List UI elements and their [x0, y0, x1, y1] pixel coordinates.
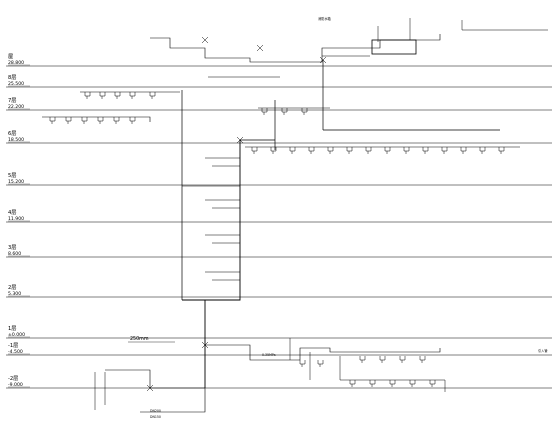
fixture-7f-right-1: [281, 108, 288, 115]
fixture-6f-right-10: [441, 147, 448, 154]
floor-label-3f: 3层: [8, 244, 17, 251]
dimension-note: 250mm: [130, 336, 149, 342]
main-riser-upper: [182, 140, 241, 301]
fixture-6f-1: [65, 117, 72, 124]
fixture-6f-2: [81, 117, 88, 124]
roof-tank: [371, 39, 417, 55]
floor-stub-1: [205, 199, 240, 209]
floor-stub-2: [205, 234, 240, 244]
floor-label-roof: 屋: [8, 53, 13, 60]
floor-label-b2: -2层: [8, 375, 18, 382]
base-pipe-sub: DN150: [150, 415, 161, 419]
fixture-6f-right-11: [460, 147, 467, 154]
floor-label-8f: 8层: [8, 74, 17, 81]
valve-roof-2: [256, 44, 264, 52]
fixture-ground-1: [317, 360, 324, 367]
floor-elevation-b1: -4.500: [8, 349, 23, 355]
floor-stub-3: [205, 271, 240, 281]
fixture-6f-right-13: [498, 147, 505, 154]
valve-ground: [201, 341, 209, 349]
fixture-6f-right-5: [346, 147, 353, 154]
fixture-7f-right-0: [261, 108, 268, 115]
floor-label-7f: 7层: [8, 97, 17, 104]
sump-line: [105, 369, 205, 389]
fixture-7f-0: [84, 92, 91, 99]
fixture-6f-right-1: [270, 147, 277, 154]
fixture-ground-3: [379, 356, 386, 363]
fixture-6f-right-0: [251, 147, 258, 154]
valve-sump: [146, 384, 154, 392]
floor-elevation-7f: 22.200: [8, 104, 24, 110]
fixture-ground-5: [419, 356, 426, 363]
basement-branches: [289, 338, 446, 392]
valve-6f: [236, 136, 244, 144]
roof-vents: [377, 18, 548, 42]
fixture-7f-3: [129, 92, 136, 99]
pressure-note: 0.35MPa: [262, 353, 276, 357]
fixture-basement-0: [349, 380, 356, 387]
fixture-6f-right-4: [327, 147, 334, 154]
fixture-basement-2: [389, 380, 396, 387]
floor-elevation-2f: 5.300: [8, 291, 21, 297]
fixture-ground-2: [359, 356, 366, 363]
floor-elevation-roof: 28.800: [8, 60, 24, 66]
roof-pipe-run: [150, 34, 441, 63]
fixture-6f-right-2: [289, 147, 296, 154]
fixture-basement-3: [409, 380, 416, 387]
floor-label-4f: 4层: [8, 209, 17, 216]
valve-roof-1: [201, 36, 209, 44]
fixture-6f-5: [129, 117, 136, 124]
floor-elevation-5f: 15.200: [8, 179, 24, 185]
fixture-6f-4: [113, 117, 120, 124]
branch-6f-left: [42, 116, 151, 122]
base-run: [140, 388, 206, 413]
fixture-6f-right-12: [479, 147, 486, 154]
fixture-7f-right-2: [301, 108, 308, 115]
fixture-ground-4: [399, 356, 406, 363]
floor-label-5f: 5层: [8, 172, 17, 179]
floor-stub-0: [205, 157, 240, 167]
floor-elevation-1f: ±0.000: [8, 332, 25, 338]
fixture-6f-right-9: [422, 147, 429, 154]
fixture-7f-1: [99, 92, 106, 99]
floor-label-6f: 6层: [8, 130, 17, 137]
tank-label: 消防水箱: [318, 16, 332, 21]
fixture-basement-1: [369, 380, 376, 387]
floor-label-1f: 1层: [8, 325, 17, 332]
valve-roof-3: [319, 56, 327, 64]
floor-label-b1: -1层: [8, 342, 18, 349]
fixture-6f-right-3: [308, 147, 315, 154]
fixture-6f-right-7: [384, 147, 391, 154]
base-pipe-label: DN200: [150, 409, 161, 413]
fixture-7f-4: [149, 92, 156, 99]
floor-elevation-3f: 8.600: [8, 251, 21, 257]
floor-elevation-6f: 18.500: [8, 137, 24, 143]
fixture-6f-0: [49, 117, 56, 124]
fixture-6f-right-8: [403, 147, 410, 154]
sump-pit: [94, 372, 106, 410]
inlet-tag: 引入管: [538, 348, 548, 353]
floor-elevation-b2: -9.000: [8, 382, 23, 388]
fixture-basement-4: [429, 380, 436, 387]
fixture-7f-2: [114, 92, 121, 99]
floor-elevation-4f: 11.900: [8, 216, 24, 222]
floor-elevation-8f: 25.500: [8, 81, 24, 87]
ground-header: [205, 344, 441, 361]
fixture-ground-0: [299, 360, 306, 367]
fixture-6f-3: [97, 117, 104, 124]
fixture-6f-right-6: [365, 147, 372, 154]
floor-label-2f: 2层: [8, 284, 17, 291]
